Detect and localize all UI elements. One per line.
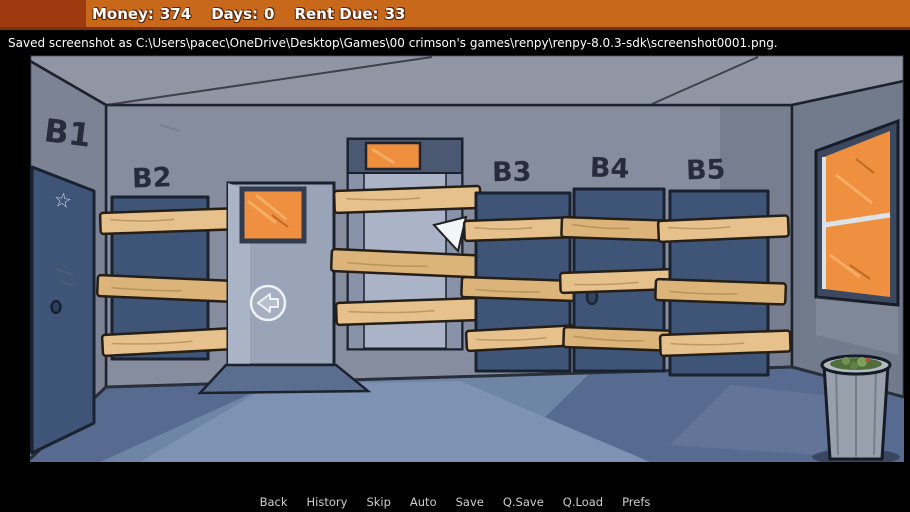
menu-item-prefs[interactable]: Prefs xyxy=(622,495,651,509)
back-arrow-hotspot[interactable] xyxy=(249,284,287,322)
quick-menu: Back History Skip Auto Save Q.Save Q.Loa… xyxy=(0,495,910,509)
doorway[interactable] xyxy=(197,181,372,395)
menu-item-qload[interactable]: Q.Load xyxy=(562,495,604,509)
menu-item-save[interactable]: Save xyxy=(455,495,484,509)
room-label-b3: B3 xyxy=(492,157,532,189)
door-b1[interactable] xyxy=(30,165,96,455)
rent-label: Rent Due: xyxy=(294,4,379,23)
transom-window xyxy=(364,141,422,171)
menu-item-qsave[interactable]: Q.Save xyxy=(502,495,544,509)
menu-item-skip[interactable]: Skip xyxy=(366,495,391,509)
money-value: 374 xyxy=(159,4,192,23)
door-b5[interactable]: B5 xyxy=(654,154,792,377)
days-label: Days: xyxy=(211,4,259,23)
floor-light-center xyxy=(140,381,650,462)
floor-shadow-right xyxy=(500,367,904,462)
door-b1-handle xyxy=(50,300,62,314)
rent-value: 33 xyxy=(384,4,406,23)
door-b3[interactable]: B3 xyxy=(460,157,588,373)
notification-text: Saved screenshot as C:\Users\pacec\OneDr… xyxy=(8,36,778,50)
hall-window xyxy=(814,118,900,307)
notification-bar: Saved screenshot as C:\Users\pacec\OneDr… xyxy=(0,33,910,53)
hud-stats: Money: 374 Days: 0 Rent Due: 33 xyxy=(92,0,425,27)
room-label-b1: B1 xyxy=(42,111,93,154)
window-glow xyxy=(816,297,898,355)
floor-light-pool xyxy=(670,385,870,455)
menu-item-auto[interactable]: Auto xyxy=(409,495,437,509)
game-scene[interactable]: B1 ☆ B2 B3 xyxy=(30,55,904,462)
room-label-b2: B2 xyxy=(132,162,172,194)
days-value: 0 xyxy=(264,4,275,23)
paper-note xyxy=(432,215,468,254)
doorway-ramp xyxy=(197,363,372,395)
menu-item-back[interactable]: Back xyxy=(259,495,288,509)
scene-art: B1 ☆ B2 B3 xyxy=(30,55,904,462)
trash-can xyxy=(812,354,900,462)
room-label-b4: B4 xyxy=(589,152,629,184)
back-arrow-icon xyxy=(257,293,279,313)
hud-left-block xyxy=(0,0,86,27)
door-b2[interactable]: B2 xyxy=(95,162,243,361)
star-icon: ☆ xyxy=(52,187,73,213)
center-structure[interactable] xyxy=(329,137,484,351)
hud-bar: Money: 374 Days: 0 Rent Due: 33 xyxy=(0,0,910,30)
room-label-b5: B5 xyxy=(686,154,726,186)
money-label: Money: xyxy=(92,4,154,23)
menu-item-history[interactable]: History xyxy=(306,495,348,509)
